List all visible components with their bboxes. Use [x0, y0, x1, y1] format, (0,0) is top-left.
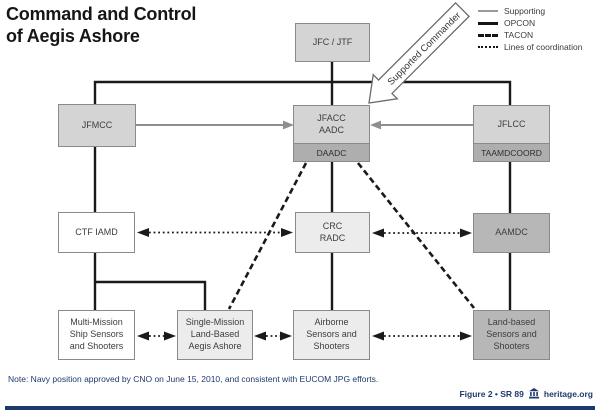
page-title: Command and Control of Aegis Ashore	[6, 4, 197, 46]
box-label: CRC RADC	[319, 220, 346, 243]
supported-commander-arrow: Supported Commander	[368, 2, 470, 104]
arrowhead-coord	[372, 331, 384, 341]
tacon-line-icon	[478, 33, 498, 37]
legend-row-supporting: Supporting	[478, 6, 582, 16]
arrowhead-supporting-left	[370, 120, 381, 130]
arrowhead-coord	[460, 228, 472, 238]
box-label: Land-based Sensors and Shooters	[486, 317, 537, 351]
box-jfacc-aadc: JFACC AADC DAADC	[293, 105, 370, 162]
box-jflcc-taamdcoord: JFLCC TAAMDCOORD	[473, 105, 550, 162]
tacon-daadc-single	[227, 162, 308, 310]
opcon-bus-line	[93, 80, 512, 105]
box-single-mission-aegis-ashore: Single-Mission Land-Based Aegis Ashore	[177, 310, 253, 360]
supported-commander-arrow-shape	[368, 2, 470, 104]
legend-label: Lines of coordination	[504, 42, 583, 52]
arrowhead-supporting-right	[283, 120, 294, 130]
arrowhead-coord	[281, 228, 293, 237]
box-label: CTF IAMD	[75, 226, 118, 237]
opcon-ctf-single	[95, 280, 207, 310]
arrowhead-coord	[137, 331, 149, 341]
legend: Supporting OPCON TACON Lines of coordina…	[478, 6, 582, 52]
coordination-line-icon	[478, 46, 498, 48]
box-label: AAMDC	[495, 227, 528, 238]
arrowhead-coord	[137, 228, 149, 237]
box-label: JFLCC	[474, 106, 549, 143]
arrowhead-coord	[280, 331, 292, 341]
legend-label: Supporting	[504, 6, 546, 16]
box-label: Airborne Sensors and Shooters	[306, 317, 357, 351]
box-airborne-sensors: Airborne Sensors and Shooters	[293, 310, 370, 360]
figure-note: Note: Navy position approved by CNO on J…	[8, 374, 379, 384]
arrowhead-coord	[164, 331, 176, 341]
heritage-building-icon	[528, 388, 539, 399]
figure-credit: Figure 2 • SR 89 heritage.org	[459, 388, 593, 399]
supporting-line-icon	[478, 10, 498, 12]
box-sublabel-daadc: DAADC	[294, 143, 369, 161]
box-label: JFC / JTF	[312, 36, 353, 47]
heritage-url: heritage.org	[543, 388, 593, 399]
supported-commander-label: Supported Commander	[386, 10, 464, 88]
box-sublabel-taamdcoord: TAAMDCOORD	[474, 143, 549, 161]
box-ctf-iamd: CTF IAMD	[58, 212, 135, 253]
box-jfc-jtf: JFC / JTF	[295, 23, 370, 62]
opcon-line-icon	[478, 21, 498, 25]
box-label: JFACC AADC	[294, 106, 369, 143]
box-label: Single-Mission Land-Based Aegis Ashore	[185, 317, 245, 351]
box-jfmcc: JFMCC	[58, 104, 136, 147]
legend-row-tacon: TACON	[478, 30, 582, 40]
legend-label: TACON	[504, 30, 534, 40]
legend-row-coordination: Lines of coordination	[478, 42, 582, 52]
box-multi-mission-ship: Multi-Mission Ship Sensors and Shooters	[58, 310, 135, 360]
tacon-daadc-land	[356, 162, 476, 309]
arrowhead-coord	[460, 331, 472, 341]
box-crc-radc: CRC RADC	[295, 212, 370, 253]
legend-label: OPCON	[504, 18, 536, 28]
box-aamdc: AAMDC	[473, 213, 550, 253]
footer-bar	[5, 406, 595, 410]
box-label: JFMCC	[81, 119, 113, 130]
arrowhead-coord	[254, 331, 266, 341]
legend-row-opcon: OPCON	[478, 18, 582, 28]
arrowhead-coord	[372, 228, 384, 238]
figure-number: Figure 2 • SR 89	[459, 388, 524, 399]
box-label: Multi-Mission Ship Sensors and Shooters	[69, 317, 124, 351]
box-land-based-sensors: Land-based Sensors and Shooters	[473, 310, 550, 360]
